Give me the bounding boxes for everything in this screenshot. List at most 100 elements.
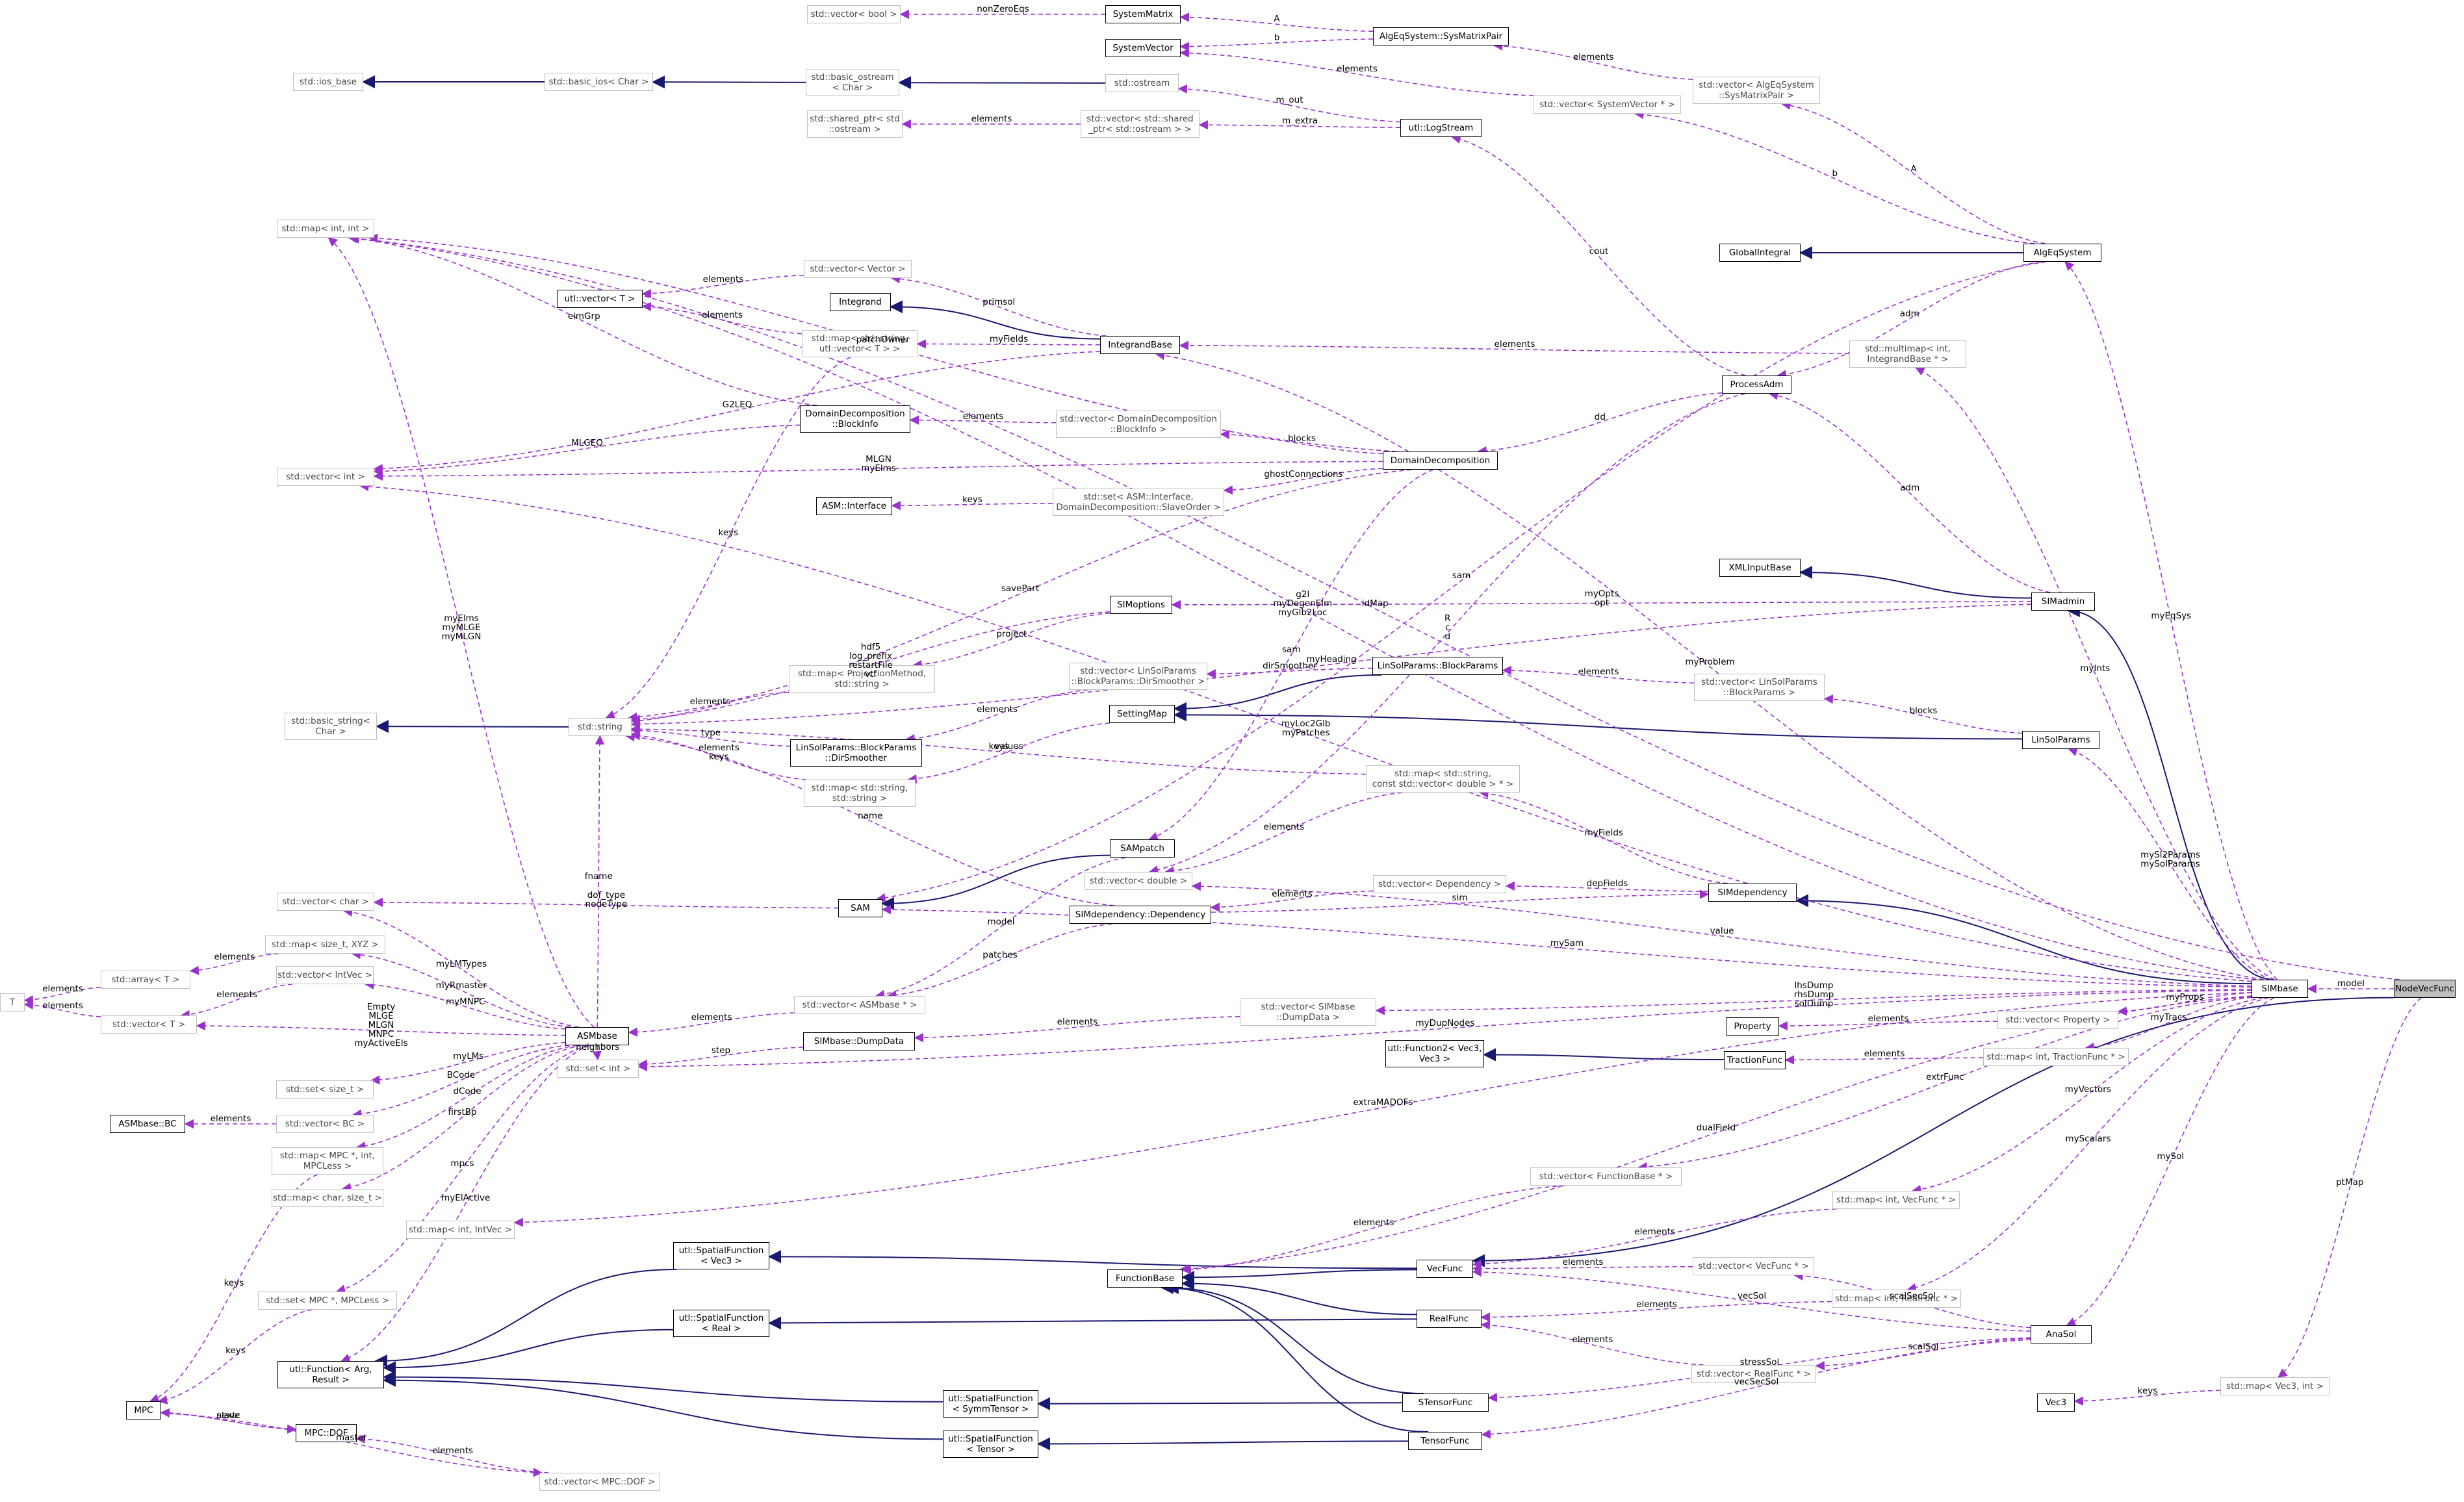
node-xmlinput[interactable]: XMLInputBase bbox=[1719, 559, 1801, 577]
node-simbase[interactable]: SIMbase bbox=[2252, 980, 2308, 998]
node-ostream: std::ostream bbox=[1105, 74, 1179, 92]
node-utlfunc2[interactable]: utl::Function2< Vec3, Vec3 > bbox=[1385, 1040, 1484, 1067]
node-domdecomp[interactable]: DomainDecomposition bbox=[1383, 452, 1498, 470]
node-maptraction: std::map< int, TractionFunc * > bbox=[1983, 1048, 2129, 1066]
inherit-edge-stensorfunc-spatialsymm bbox=[1037, 1397, 1403, 1410]
node-functionbase[interactable]: FunctionBase bbox=[1107, 1269, 1183, 1288]
edges-layer bbox=[23, 9, 2422, 1477]
node-simadmin[interactable]: SIMadmin bbox=[2031, 592, 2095, 611]
usage-edge-setmpc-mpc bbox=[158, 1309, 313, 1405]
node-realfunc[interactable]: RealFunc bbox=[1417, 1310, 1482, 1328]
inherit-edge-simbase-simadmin bbox=[2066, 604, 2275, 980]
edge-label: elements bbox=[1634, 1226, 1675, 1237]
node-vecfuncbase: std::vector< FunctionBase * > bbox=[1530, 1167, 1682, 1186]
node-vecblockinfo: std::vector< DomainDecomposition ::Block… bbox=[1056, 411, 1221, 438]
node-spatialsymm[interactable]: utl::SpatialFunction < SymmTensor > bbox=[943, 1390, 1038, 1418]
edge-label: elements bbox=[42, 1000, 83, 1011]
node-property[interactable]: Property bbox=[1726, 1017, 1779, 1036]
node-linsolparams[interactable]: LinSolParams bbox=[2022, 731, 2099, 749]
node-vecsysvec: std::vector< SystemVector * > bbox=[1534, 95, 1681, 114]
node-integrand[interactable]: Integrand bbox=[830, 293, 891, 311]
usage-edge-blockinfo-vecint bbox=[373, 424, 801, 476]
edge-label: elements bbox=[1272, 889, 1313, 900]
node-settingmap[interactable]: SettingMap bbox=[1109, 705, 1175, 723]
edge-label: type bbox=[700, 728, 721, 739]
inherit-edge-spatialsymm-utlfunction bbox=[383, 1370, 943, 1403]
usage-edge-asmbase-setint bbox=[592, 1045, 602, 1061]
node-simoptions[interactable]: SIMoptions bbox=[1110, 596, 1172, 614]
edge-label: elements bbox=[1494, 338, 1535, 350]
edge-label: elements bbox=[1572, 1334, 1613, 1345]
node-spatialreal[interactable]: utl::SpatialFunction < Real > bbox=[673, 1310, 769, 1337]
usage-edge-simbase-mapintintvec bbox=[513, 991, 2252, 1227]
usage-edge-processadm-logstream bbox=[1451, 134, 1746, 376]
usage-edge-integrandbase-vecvector bbox=[890, 274, 1107, 337]
node-nodevecfunc[interactable]: NodeVecFunc bbox=[2394, 980, 2456, 998]
node-simdependency[interactable]: SIMdependency bbox=[1708, 884, 1797, 902]
node-asmbase[interactable]: ASMbase bbox=[565, 1027, 629, 1045]
node-asmbasebc[interactable]: ASMbase::BC bbox=[110, 1115, 185, 1133]
edge-label: elements bbox=[1572, 52, 1614, 63]
node-sam[interactable]: SAM bbox=[838, 899, 882, 917]
edge-label: elements bbox=[702, 274, 744, 285]
node-sysvector[interactable]: SystemVector bbox=[1105, 39, 1181, 57]
usage-edge-logstream-vecshared bbox=[1198, 120, 1401, 130]
node-anasol[interactable]: AnaSol bbox=[2031, 1325, 2092, 1343]
node-sysmatrix[interactable]: SystemMatrix bbox=[1105, 5, 1181, 23]
inherit-edge-realfunc-spatialreal bbox=[768, 1316, 1417, 1330]
node-vecalgpair: std::vector< AlgEqSystem ::SysMatrixPair… bbox=[1693, 77, 1820, 104]
node-integrandbase[interactable]: IntegrandBase bbox=[1100, 336, 1180, 354]
node-processadm[interactable]: ProcessAdm bbox=[1722, 376, 1791, 394]
node-spatialtensor[interactable]: utl::SpatialFunction < Tensor > bbox=[943, 1431, 1038, 1458]
usage-edge-simbase-multimap bbox=[1915, 367, 2275, 980]
node-algeqsys[interactable]: AlgEqSystem bbox=[2023, 244, 2101, 262]
node-dirsmoother[interactable]: LinSolParams::BlockParams ::DirSmoother bbox=[790, 739, 922, 767]
node-logstream[interactable]: utl::LogStream bbox=[1400, 119, 1482, 137]
node-vecfunc[interactable]: VecFunc bbox=[1417, 1260, 1473, 1278]
inherit-edge-realfunc-functionbase bbox=[1181, 1277, 1417, 1316]
node-dumpdata[interactable]: SIMbase::DumpData bbox=[803, 1032, 915, 1050]
usage-edge-simbase-setint bbox=[637, 989, 2252, 1072]
inherit-edge-sampatch-sam bbox=[881, 854, 1110, 910]
node-spatialvec3[interactable]: utl::SpatialFunction < Vec3 > bbox=[673, 1242, 769, 1269]
node-globalint[interactable]: GlobalIntegral bbox=[1719, 244, 1801, 262]
usage-edge-vecmpcdof-mpcdof bbox=[355, 1434, 549, 1473]
edge-label: mpcs bbox=[450, 1158, 474, 1169]
node-tractionfunc[interactable]: TractionFunc bbox=[1724, 1051, 1786, 1069]
usage-edge-asmbase-setmpc bbox=[335, 1045, 588, 1294]
node-tensorfunc[interactable]: TensorFunc bbox=[1408, 1432, 1482, 1450]
usage-edge-simadmin-simoptions bbox=[1171, 600, 2032, 610]
edge-label: G2LEQ bbox=[722, 400, 752, 411]
node-vecasmbase: std::vector< ASMbase * > bbox=[794, 996, 925, 1014]
edge-label: sam bbox=[1452, 570, 1471, 581]
usage-edge-simbase-anasol bbox=[2066, 997, 2274, 1327]
node-utlfunction[interactable]: utl::Function< Arg, Result > bbox=[277, 1361, 384, 1388]
node-utlvector[interactable]: utl::vector< T > bbox=[557, 290, 643, 308]
edge-label: sim bbox=[1452, 893, 1468, 904]
edge-label: A bbox=[1910, 163, 1917, 174]
node-asminterface[interactable]: ASM::Interface bbox=[816, 497, 892, 515]
node-mapintintvec: std::map< int, IntVec > bbox=[406, 1221, 515, 1239]
inherit-edge-stensorfunc-functionbase bbox=[1165, 1281, 1424, 1394]
usage-edge-anasol-tensorfunc bbox=[1481, 1339, 2031, 1439]
node-blockparams[interactable]: LinSolParams::BlockParams bbox=[1372, 657, 1503, 675]
edge-label: depFields bbox=[1586, 878, 1628, 889]
node-blockinfo[interactable]: DomainDecomposition ::BlockInfo bbox=[800, 405, 910, 433]
node-mpcdof[interactable]: MPC::DOF bbox=[296, 1424, 357, 1442]
node-sampatch[interactable]: SAMpatch bbox=[1110, 839, 1175, 858]
usage-edge-mpc-vecmpcdof bbox=[160, 1412, 543, 1477]
edge-label: elements bbox=[216, 989, 257, 1000]
node-vec3[interactable]: Vec3 bbox=[2037, 1394, 2075, 1412]
edge-label: savePart bbox=[1001, 583, 1040, 594]
node-mpc[interactable]: MPC bbox=[126, 1401, 161, 1419]
usage-edge-vecasmbase-asmbase bbox=[628, 1012, 795, 1037]
node-algpair[interactable]: AlgEqSystem::SysMatrixPair bbox=[1373, 27, 1509, 45]
node-simdepdep[interactable]: SIMdependency::Dependency bbox=[1070, 906, 1211, 924]
node-setinterface: std::set< ASM::Interface, DomainDecompos… bbox=[1053, 489, 1224, 516]
edge-label: values bbox=[994, 741, 1023, 752]
edge-label: name bbox=[858, 810, 883, 821]
node-mapsizexyz: std::map< size_t, XYZ > bbox=[265, 936, 385, 954]
usage-edge-simadmin-stdstring bbox=[630, 604, 2032, 729]
node-stensorfunc[interactable]: STensorFunc bbox=[1402, 1394, 1489, 1412]
